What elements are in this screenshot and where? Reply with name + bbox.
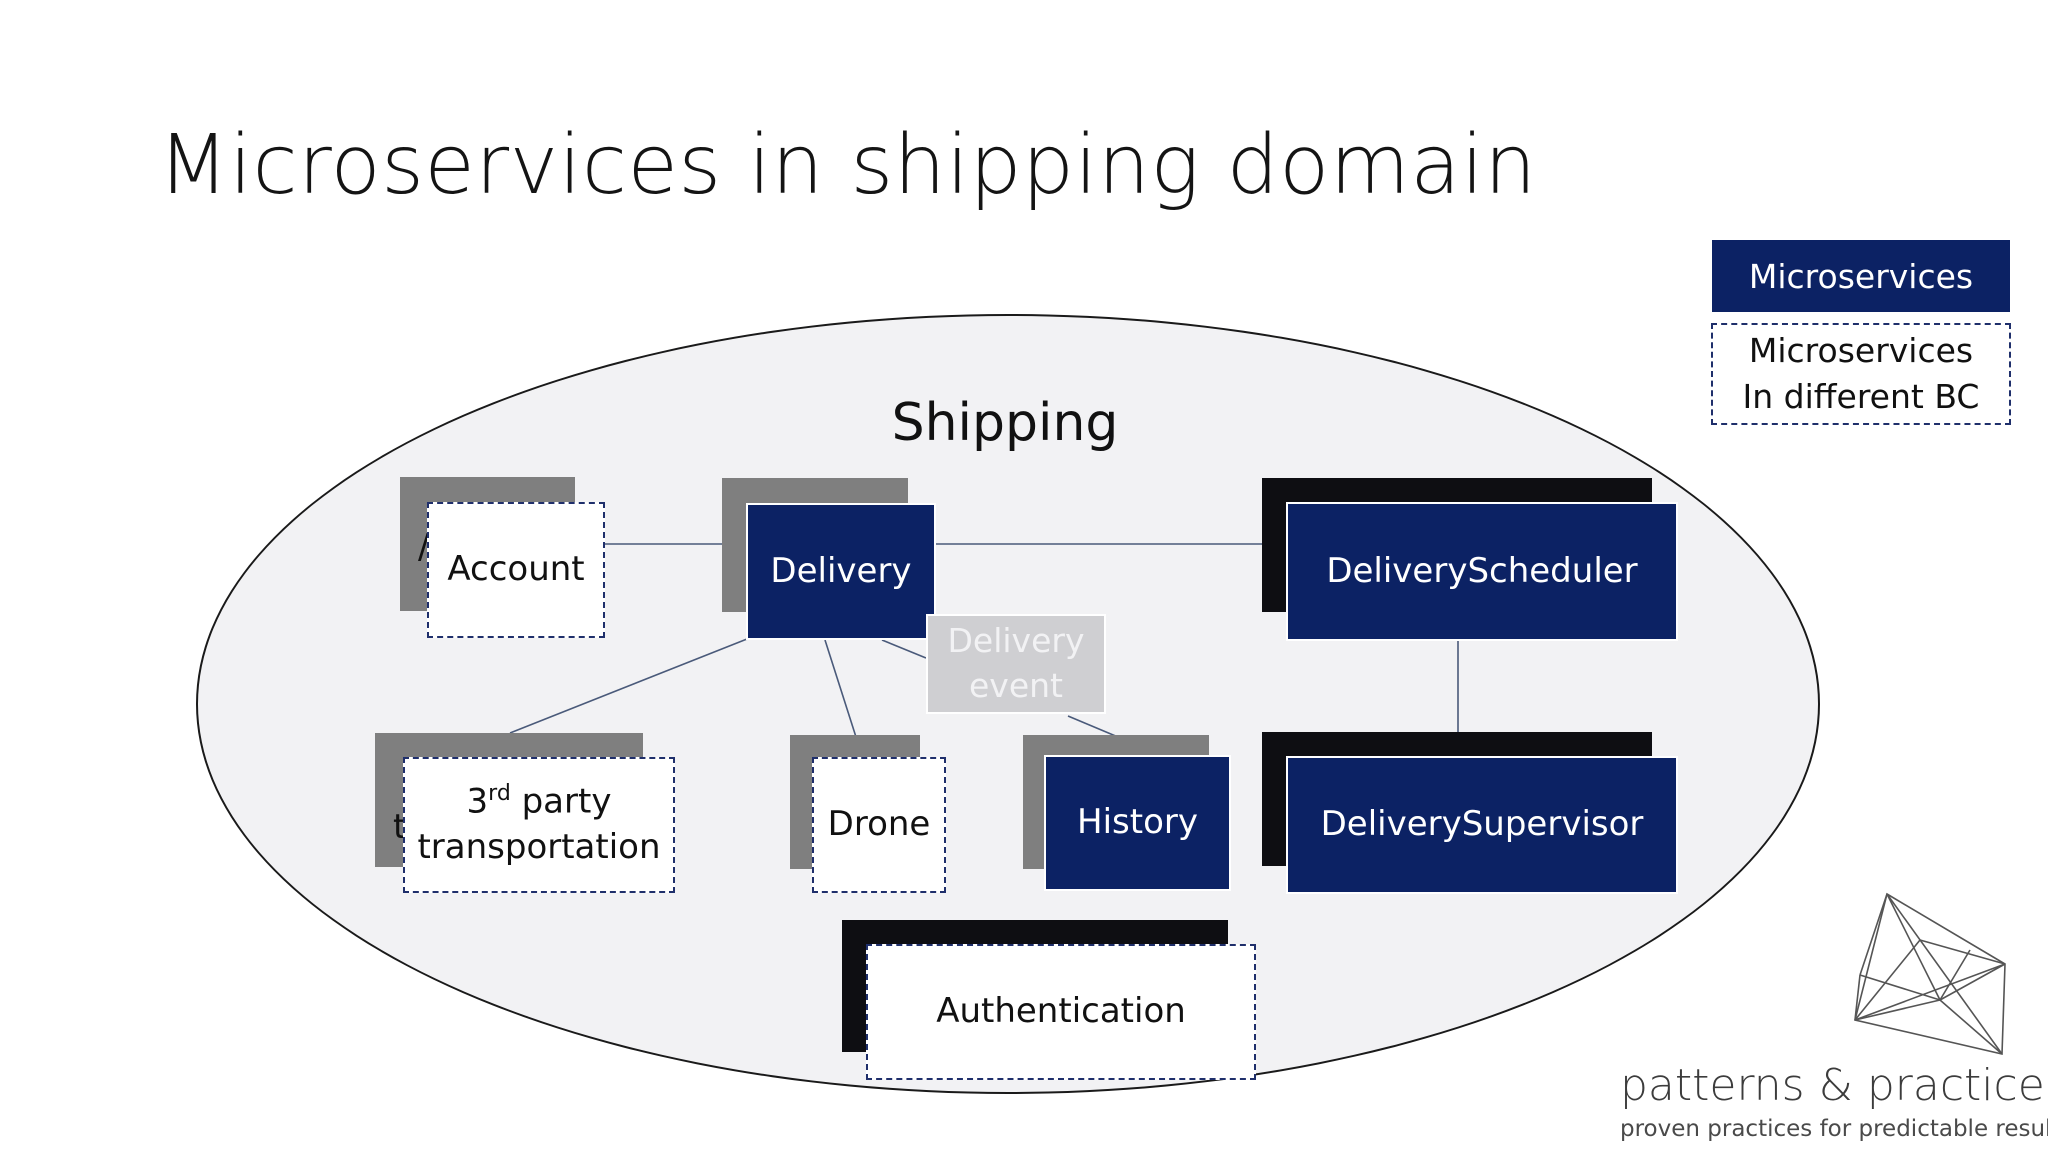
delivery-supervisor-service[interactable]: DeliverySupervisor <box>1286 756 1678 894</box>
delivery-event-line1: Delivery <box>947 621 1085 661</box>
third-party-word: party <box>510 781 612 822</box>
drone-service[interactable]: Drone <box>812 757 946 893</box>
delivery-service[interactable]: Delivery <box>746 503 936 640</box>
bounded-context-label: Shipping <box>891 393 1119 453</box>
authentication-service[interactable]: Authentication <box>866 944 1256 1080</box>
delivery-event-line2: event <box>969 666 1063 705</box>
third-party-line2: transportation <box>417 827 661 868</box>
patterns-practices-logo-icon <box>1854 892 2006 1055</box>
delivery-event[interactable]: Delivery event <box>926 614 1106 714</box>
third-party-ordinal-suffix: rd <box>488 780 511 806</box>
third-party-transportation-service[interactable]: 3rd party transportation <box>403 757 675 893</box>
legend-dashed-line2: In different BC <box>1742 377 1980 416</box>
account-shadow-letter: / <box>418 527 430 567</box>
delivery-scheduler-service[interactable]: DeliveryScheduler <box>1286 502 1678 641</box>
logo-tagline: proven practices for predictable results <box>1620 1116 2048 1142</box>
legend-microservices-different-bc: Microservices In different BC <box>1711 323 2011 425</box>
third-party-ordinal: 3 <box>466 781 489 822</box>
slide-title: Microservices in shipping domain <box>158 118 1537 213</box>
legend-dashed-line1: Microservices <box>1748 331 1974 371</box>
logo-name: patterns & practices <box>1620 1060 2048 1111</box>
legend-microservices: Microservices <box>1712 240 2010 312</box>
third-party-line1: 3rd party <box>467 779 612 825</box>
history-service[interactable]: History <box>1044 755 1231 891</box>
account-service[interactable]: Account <box>427 502 605 638</box>
